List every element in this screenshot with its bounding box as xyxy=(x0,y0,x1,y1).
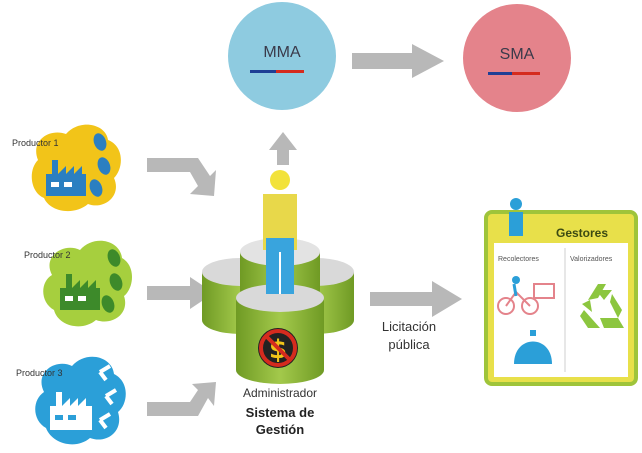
flag-blue-stripe xyxy=(250,70,276,73)
recycle-icon xyxy=(580,284,624,328)
arrow-up-to-mma xyxy=(269,132,297,165)
mma-label: MMA xyxy=(263,44,301,61)
arrows xyxy=(147,44,462,416)
arrow-producer3 xyxy=(147,382,216,416)
tender-label: Licitación pública xyxy=(381,319,437,352)
producer1-icon xyxy=(31,124,121,212)
management-system-label: Sistema de Gestión xyxy=(245,405,315,437)
arrow-to-gestores xyxy=(370,281,462,317)
flag-red-stripe xyxy=(512,72,540,75)
flag-blue-stripe xyxy=(488,72,512,75)
person-icon xyxy=(263,170,297,294)
producer3-icon xyxy=(35,356,126,445)
arrow-mma-to-sma xyxy=(352,44,444,78)
sma-node xyxy=(463,4,571,112)
sma-label: SMA xyxy=(499,46,535,63)
mma-node xyxy=(228,2,336,110)
producer2-icon xyxy=(43,240,132,327)
arrow-producer1 xyxy=(147,158,216,196)
admin-cylinders xyxy=(202,238,354,384)
producer3-label: Productor 3 xyxy=(16,368,63,378)
bell-container-icon xyxy=(514,330,552,364)
producer2-label: Productor 2 xyxy=(24,250,71,260)
arrow-producer2 xyxy=(147,277,214,309)
producer1-label: Productor 1 xyxy=(12,138,59,148)
gestores-title: Gestores xyxy=(556,226,609,240)
bicycle-icon xyxy=(497,276,555,315)
admin-label: Administrador xyxy=(242,386,318,400)
no-dollar-icon: $ xyxy=(258,328,298,368)
gestores-panel xyxy=(484,198,638,386)
flag-red-stripe xyxy=(276,70,304,73)
valorizers-label: Valorizadores xyxy=(570,256,613,263)
collectors-label: Recolectores xyxy=(498,256,539,263)
